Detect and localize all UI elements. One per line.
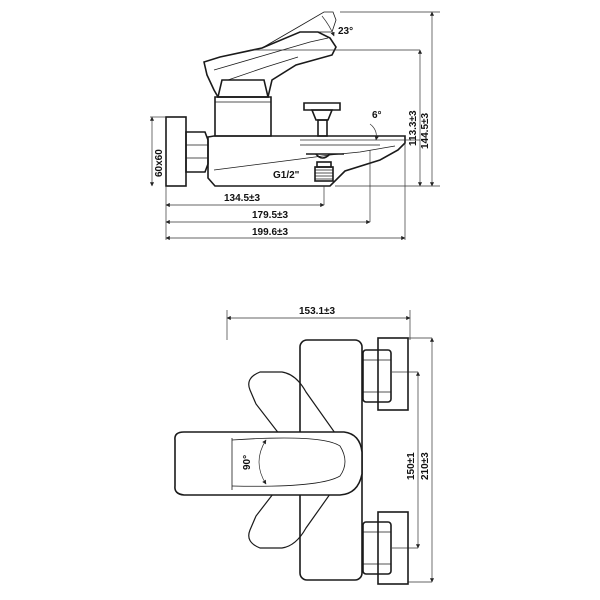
connector-label: G1/2" <box>273 170 300 181</box>
height-spout-label: 113.3±3 <box>408 110 419 146</box>
rotation-angle-label: 90° <box>242 455 253 470</box>
lower-wall-mount <box>377 511 409 585</box>
spout-angle-label: 6° <box>372 110 382 121</box>
length-1-label: 134.5±3 <box>224 193 261 204</box>
top-width-label: 153.1±3 <box>299 306 336 317</box>
height-total-label: 144.5±3 <box>420 112 431 149</box>
length-2-label: 179.5±3 <box>252 210 289 221</box>
handle-angle-label: 23° <box>338 26 353 37</box>
length-3-label: 199.6±3 <box>252 227 289 238</box>
threaded-outlet <box>314 166 334 182</box>
cartridge-housing <box>214 96 272 137</box>
handle-lever <box>203 31 337 98</box>
handle-front <box>174 431 363 496</box>
left-nut <box>185 131 209 173</box>
overall-height-label: 210±3 <box>420 452 431 480</box>
faucet-body <box>207 135 406 187</box>
top-view: 153.1±3 90° 150±1 210±3 <box>174 306 435 585</box>
diverter-knob <box>303 102 341 111</box>
side-view: 23° 6° G1/2" 60x60 113.3±3 144.5±3 134.5… <box>149 11 440 241</box>
lower-nut <box>362 521 392 575</box>
center-distance-label: 150±1 <box>406 452 417 480</box>
wall-mount-block <box>165 116 187 187</box>
upper-nut <box>362 349 392 403</box>
mount-size-label: 60x60 <box>154 149 165 177</box>
upper-wall-mount <box>377 337 409 411</box>
